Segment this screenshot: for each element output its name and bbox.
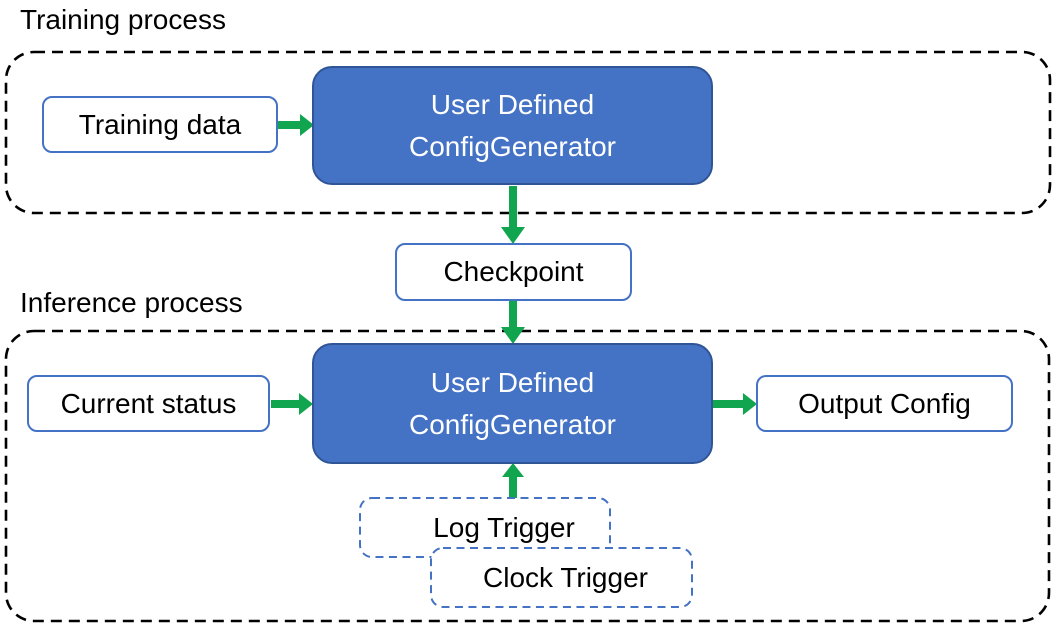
output-config-label: Output Config bbox=[798, 387, 971, 419]
inference-generator-line1: User Defined bbox=[430, 366, 595, 398]
inference-generator-line2: ConfigGenerator bbox=[408, 408, 616, 440]
training-generator-line1: User Defined bbox=[430, 88, 595, 120]
clock-trigger-label: Clock Trigger bbox=[483, 561, 648, 593]
training-generator-box: User Defined ConfigGenerator bbox=[312, 66, 713, 185]
arrow-generator-to-checkpoint bbox=[501, 186, 525, 244]
current-status-box: Current status bbox=[27, 375, 270, 432]
current-status-label: Current status bbox=[60, 387, 237, 419]
inference-generator-box: User Defined ConfigGenerator bbox=[312, 343, 713, 464]
arrow-generator-to-output-config bbox=[713, 393, 757, 415]
arrow-triggers-to-generator bbox=[502, 463, 524, 498]
arrow-checkpoint-to-generator bbox=[501, 301, 525, 344]
checkpoint-label: Checkpoint bbox=[443, 256, 584, 287]
checkpoint-box: Checkpoint bbox=[395, 243, 632, 301]
training-generator-line2: ConfigGenerator bbox=[408, 130, 616, 162]
log-trigger-box: Log Trigger bbox=[360, 498, 610, 557]
output-config-box: Output Config bbox=[756, 375, 1013, 432]
training-data-label: Training data bbox=[78, 108, 242, 140]
training-container-outline bbox=[4, 50, 1052, 215]
inference-process-title: Inference process bbox=[20, 287, 243, 318]
arrow-training-data-to-generator bbox=[278, 114, 314, 136]
clock-trigger-box: Clock Trigger bbox=[431, 548, 692, 607]
training-data-box: Training data bbox=[42, 96, 278, 153]
log-trigger-label: Log Trigger bbox=[433, 511, 575, 543]
arrow-current-status-to-generator bbox=[271, 393, 313, 415]
clock-trigger-outline bbox=[430, 547, 693, 608]
training-process-title: Training process bbox=[20, 4, 226, 35]
inference-container-outline bbox=[4, 329, 1051, 623]
